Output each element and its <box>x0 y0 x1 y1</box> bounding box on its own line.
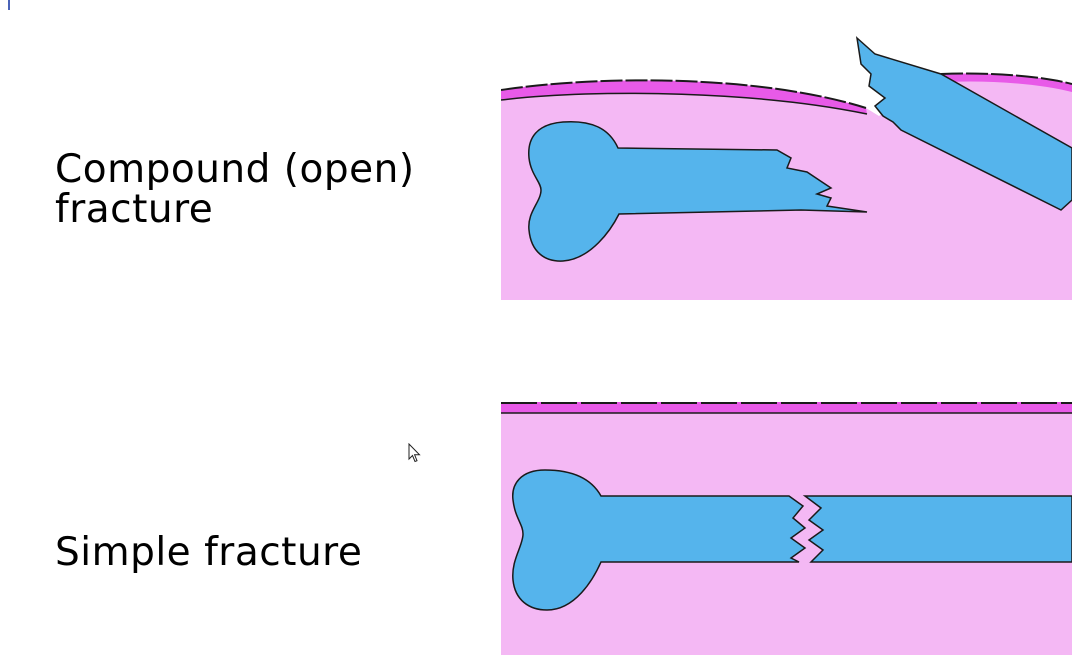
simple-fracture-diagram <box>501 400 1072 655</box>
bone-fragment <box>855 36 1072 211</box>
compound-fracture-label-line2: fracture <box>55 187 214 232</box>
skin-outline-right <box>940 72 1072 85</box>
bone-proximal <box>528 120 868 262</box>
compound-fracture-label: Compound (open) fracture <box>55 150 415 230</box>
simple-fracture-svg <box>501 402 1072 655</box>
skin-layer <box>501 402 1072 413</box>
compound-fracture-diagram <box>501 30 1072 300</box>
compound-fracture-label-line1: Compound (open) <box>55 147 415 192</box>
slide-edge-marker <box>8 0 10 10</box>
bone-left <box>512 469 807 611</box>
skin-layer-right <box>941 73 1072 92</box>
skin-inner-line-left <box>501 92 868 115</box>
mouse-cursor-icon <box>408 443 422 463</box>
compound-fracture-svg <box>501 36 1072 300</box>
bone-right <box>802 495 1072 563</box>
simple-fracture-label: Simple fracture <box>55 530 363 575</box>
skin-outline-left <box>501 79 867 109</box>
